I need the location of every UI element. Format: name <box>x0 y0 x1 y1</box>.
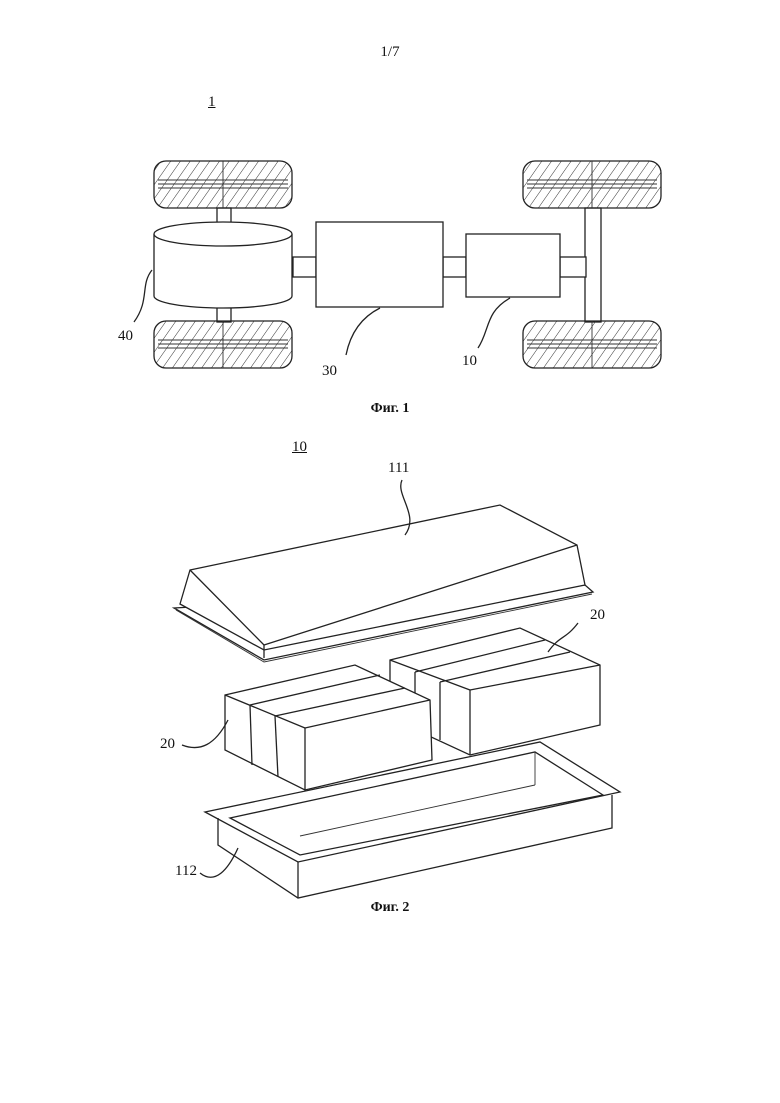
label-112: 112 <box>175 863 197 880</box>
wheel-front-right <box>154 321 292 368</box>
battery-box <box>466 234 560 297</box>
vehicle-schematic <box>0 0 780 420</box>
leader-40 <box>134 270 152 322</box>
label-20-left: 20 <box>160 736 175 753</box>
leader-20-left <box>182 720 228 748</box>
fig1-caption: Фиг. 1 <box>0 401 780 417</box>
leader-30 <box>346 308 380 355</box>
connector-controller-battery <box>443 257 466 277</box>
leader-111 <box>401 480 410 535</box>
leader-10 <box>478 298 510 348</box>
wheel-front-left <box>154 161 292 208</box>
battery-modules-right <box>390 628 600 755</box>
label-40: 40 <box>118 328 133 345</box>
motor <box>154 222 292 308</box>
fig2-ref-main: 10 <box>292 439 307 456</box>
connector-motor-controller <box>293 257 316 277</box>
leader-20-right <box>548 623 578 652</box>
upper-cover <box>174 505 593 662</box>
wheel-rear-left <box>523 161 661 208</box>
connector-battery-axle <box>560 257 586 277</box>
fig2-caption: Фиг. 2 <box>0 900 780 916</box>
label-20-right: 20 <box>590 607 605 624</box>
label-30: 30 <box>322 363 337 380</box>
controller-box <box>316 222 443 307</box>
lower-tray <box>205 742 620 898</box>
leader-112 <box>200 848 238 877</box>
battery-modules-left <box>225 665 432 790</box>
label-111: 111 <box>388 460 409 477</box>
wheel-rear-right <box>523 321 661 368</box>
label-10: 10 <box>462 353 477 370</box>
rear-axle <box>585 208 601 322</box>
